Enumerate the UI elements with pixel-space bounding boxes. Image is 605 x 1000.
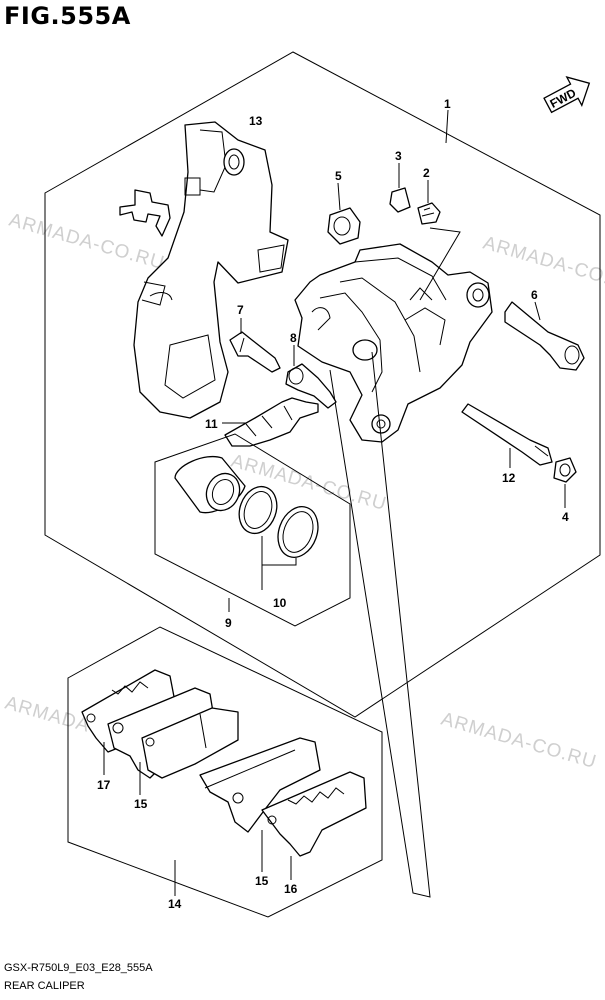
leader-6 — [534, 301, 541, 321]
callout-3: 3 — [395, 149, 402, 163]
screw-pin — [229, 331, 281, 373]
caliper-assembly-frame — [44, 51, 601, 718]
pad-spring — [224, 397, 319, 447]
figure-caption: REAR CALIPER — [4, 980, 85, 992]
callout-8: 8 — [290, 331, 297, 345]
pad-leader-line — [329, 351, 431, 898]
callout-13: 13 — [249, 114, 263, 128]
figure-title: FIG.555A — [4, 2, 131, 30]
watermark-2: ARMADA-CO.RU — [481, 233, 605, 298]
pad-set-frame — [67, 626, 383, 918]
callout-16: 16 — [284, 882, 298, 896]
valve-cap — [389, 187, 411, 213]
leader-10 — [261, 536, 297, 590]
callout-4: 4 — [562, 510, 569, 524]
watermark-5: ARMADA-CO.RU — [439, 709, 599, 774]
callout-9: 9 — [225, 616, 232, 630]
callout-12: 12 — [502, 471, 516, 485]
callout-6: 6 — [531, 288, 538, 302]
callout-10: 10 — [273, 596, 287, 610]
brake-pad-left-lining — [141, 707, 239, 779]
callout-2: 2 — [423, 166, 430, 180]
pad-pin — [285, 363, 337, 409]
caliper-bracket — [133, 121, 289, 419]
leader-5 — [337, 182, 341, 211]
bleeder-cap — [327, 207, 361, 245]
caliper-body — [294, 243, 493, 443]
slide-pin-upper — [504, 301, 585, 371]
callout-15-right: 15 — [255, 874, 269, 888]
piston-set-frame — [154, 433, 351, 627]
pad-shim-right — [261, 771, 367, 857]
slide-pin-lower — [461, 403, 553, 466]
callout-17: 17 — [97, 778, 111, 792]
callout-14: 14 — [168, 897, 182, 911]
callout-7: 7 — [237, 303, 244, 317]
dust-seal — [277, 506, 319, 558]
callout-11: 11 — [205, 417, 218, 431]
leader-1 — [419, 109, 461, 301]
piston-seal — [238, 485, 278, 535]
bracket-clip — [119, 189, 171, 237]
callout-15-left: 15 — [134, 797, 148, 811]
callout-5: 5 — [335, 169, 342, 183]
figure-code: GSX-R750L9_E03_E28_555A — [4, 962, 153, 974]
piston — [174, 455, 246, 514]
pin-boot — [553, 457, 577, 483]
bleeder-valve — [417, 202, 441, 225]
callout-1: 1 — [444, 97, 451, 111]
fwd-arrow-icon: FWD — [543, 76, 591, 114]
